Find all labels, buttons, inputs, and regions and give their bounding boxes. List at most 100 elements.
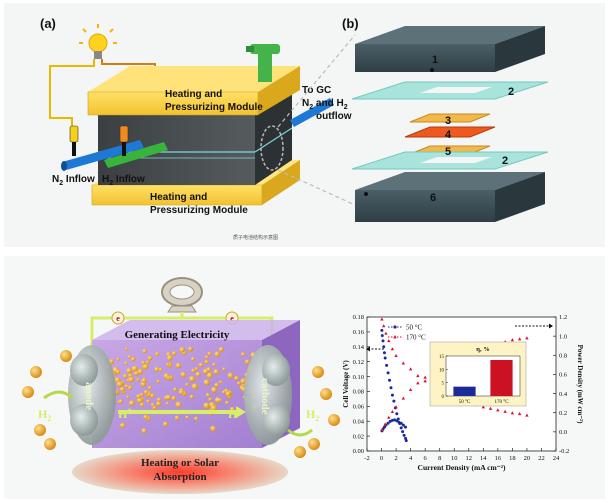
hydrogen-ball: [44, 438, 56, 450]
y-left-tick-label: 0.00: [353, 448, 364, 455]
voltage-point: [488, 406, 493, 410]
particle: [218, 398, 222, 402]
particle: [155, 352, 160, 357]
power-point: [394, 405, 398, 409]
layer-6-endplate: [355, 172, 545, 222]
y-right-tick-label: 1.2: [559, 314, 567, 321]
particle: [115, 369, 121, 375]
particle: [141, 428, 147, 434]
particle: [125, 347, 129, 351]
particle: [136, 394, 141, 399]
hplus-label-1: H+: [118, 406, 132, 421]
particle: [150, 393, 155, 398]
particle: [171, 351, 177, 356]
anode-label: anode: [83, 382, 95, 410]
voltage-point: [383, 356, 387, 360]
y-right-tick-label: 1.0: [559, 333, 567, 340]
x-tick-label: 10: [451, 455, 458, 462]
voltage-point: [392, 399, 396, 403]
voltage-point: [401, 430, 405, 434]
voltage-point: [525, 413, 529, 417]
electron-icon-left: [111, 311, 125, 325]
particle: [179, 347, 185, 353]
voltage-point: [481, 405, 486, 409]
gc-outflow-pipe: [290, 98, 334, 127]
particle: [214, 382, 219, 388]
particle: [141, 360, 146, 365]
power-point: [525, 336, 529, 340]
y-right-tick-label: 0.4: [559, 391, 568, 398]
legend-marker: [393, 335, 397, 339]
power-point: [399, 421, 403, 425]
particle: [206, 367, 212, 372]
x-tick-label: 20: [524, 455, 531, 462]
y-left-tick-label: 0.08: [353, 389, 364, 396]
power-point: [395, 419, 399, 423]
particle: [234, 376, 239, 381]
particle: [219, 380, 223, 384]
power-point: [408, 387, 413, 392]
voltage-point: [390, 393, 394, 397]
particle: [245, 359, 250, 364]
particle: [129, 400, 135, 407]
voltage-point: [423, 379, 427, 383]
particle: [171, 396, 177, 401]
particle: [139, 402, 145, 407]
cathode-connector-icon: [119, 125, 129, 156]
particle: [210, 405, 217, 412]
particle: [205, 392, 210, 398]
particle: [142, 363, 149, 370]
hydrogen-ball: [312, 366, 324, 378]
voltage-point: [382, 351, 386, 355]
voltage-point: [388, 378, 392, 382]
x-axis-label: Current Density (mA cm⁻²): [418, 463, 506, 472]
y-right-tick-label: 0.0: [559, 429, 567, 436]
hydrogen-molecules: [22, 350, 340, 458]
x-tick-label: 22: [538, 455, 545, 462]
heating-base: [72, 450, 288, 494]
anode-electrode: [68, 345, 116, 445]
particle: [142, 348, 147, 354]
particle: [178, 390, 184, 395]
particle: [166, 376, 171, 380]
label-a: (a): [40, 16, 56, 31]
inset-y-tick-label: 15: [439, 355, 445, 360]
particle: [210, 425, 217, 432]
particle: [203, 402, 210, 409]
h2-inflow-label: H2 Inflow: [102, 174, 145, 187]
particle: [127, 355, 132, 359]
y-left-tick-label: 0.06: [353, 404, 365, 411]
voltage-point: [503, 409, 507, 413]
voltage-point: [408, 367, 413, 371]
voltage-point: [395, 412, 399, 416]
particle: [240, 378, 246, 385]
hydrogen-ball: [30, 366, 42, 378]
legend-label: 170 °C: [406, 333, 426, 341]
load-ring-icon: [161, 277, 203, 313]
gas-outlet-icon: [246, 44, 280, 82]
particle: [180, 371, 187, 378]
x-tick-label: 16: [495, 455, 502, 462]
particle: [130, 356, 136, 362]
particle: [143, 414, 148, 420]
left-axis-arrowhead: [366, 346, 370, 352]
power-point: [404, 425, 408, 429]
particle: [213, 369, 219, 375]
particle: [194, 416, 199, 421]
hplus-label-2: H+: [228, 406, 242, 421]
power-point: [383, 422, 387, 426]
svg-text:e: e: [116, 314, 120, 323]
voltage-point: [381, 339, 385, 343]
particle: [118, 399, 123, 404]
power-point: [401, 396, 406, 400]
layer-2-membrane-top: [351, 81, 549, 100]
svg-text:e: e: [230, 314, 234, 323]
particle: [191, 368, 196, 373]
h2-right-label: H2: [306, 407, 319, 423]
particle: [189, 394, 194, 399]
power-point: [423, 375, 427, 379]
right-axis-arrowhead: [549, 323, 553, 329]
particle: [120, 422, 126, 428]
